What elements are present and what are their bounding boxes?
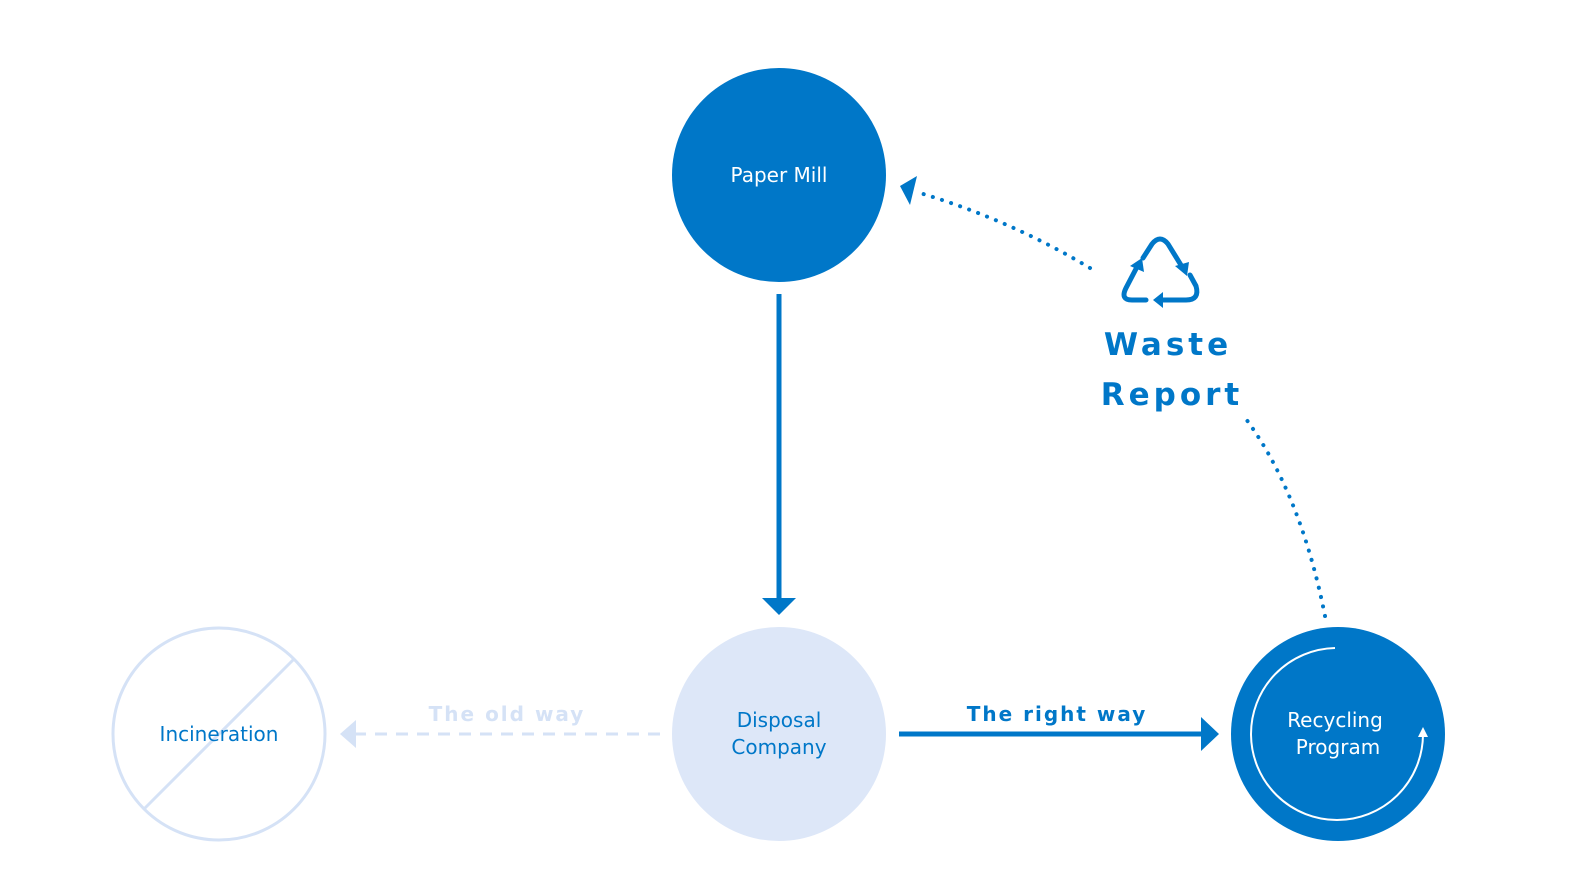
recycling-program-label-line1: Recycling (1287, 708, 1383, 732)
recycling-program-circle (1231, 627, 1445, 841)
recycling-program-label-line2: Program (1296, 735, 1380, 759)
disposal-company-label-line2: Company (731, 735, 826, 759)
incineration-label: Incineration (160, 722, 279, 746)
right-way-label: The right way (967, 702, 1148, 726)
mill-to-disposal-arrowhead (762, 598, 796, 615)
disposal-company-label-line1: Disposal (737, 708, 822, 732)
mill-to-disposal-arrow (762, 294, 796, 615)
recycling-to-report-dotted-path (1241, 413, 1327, 618)
report-to-mill-dotted-arrow (900, 176, 1092, 270)
paper-mill-node[interactable]: Paper Mill (672, 68, 886, 282)
paper-mill-circle (672, 68, 886, 282)
recycling-program-node[interactable]: Recycling Program (1231, 627, 1445, 841)
old-way-arrowhead (340, 720, 356, 748)
disposal-company-circle (672, 627, 886, 841)
waste-report-title-line2: Report (1101, 377, 1244, 413)
disposal-company-node[interactable]: Disposal Company (672, 627, 886, 841)
report-to-mill-arrowhead (900, 176, 917, 205)
incineration-circle (111, 626, 327, 842)
right-way-arrow: The right way (899, 702, 1219, 751)
waste-report-title-line1: Waste (1104, 327, 1232, 363)
paper-mill-label: Paper Mill (731, 163, 828, 187)
incineration-node[interactable]: Incineration (111, 626, 327, 842)
old-way-label: The old way (429, 702, 586, 726)
recycle-icon (1121, 236, 1200, 308)
incineration-strike-line (142, 657, 296, 811)
recycling-program-cycle-arc (1250, 647, 1424, 821)
right-way-arrowhead (1201, 717, 1219, 751)
report-to-mill-dotted-path (918, 191, 1092, 270)
recycling-program-cycle-arrowhead (1418, 727, 1428, 737)
old-way-arrow: The old way (340, 702, 660, 748)
